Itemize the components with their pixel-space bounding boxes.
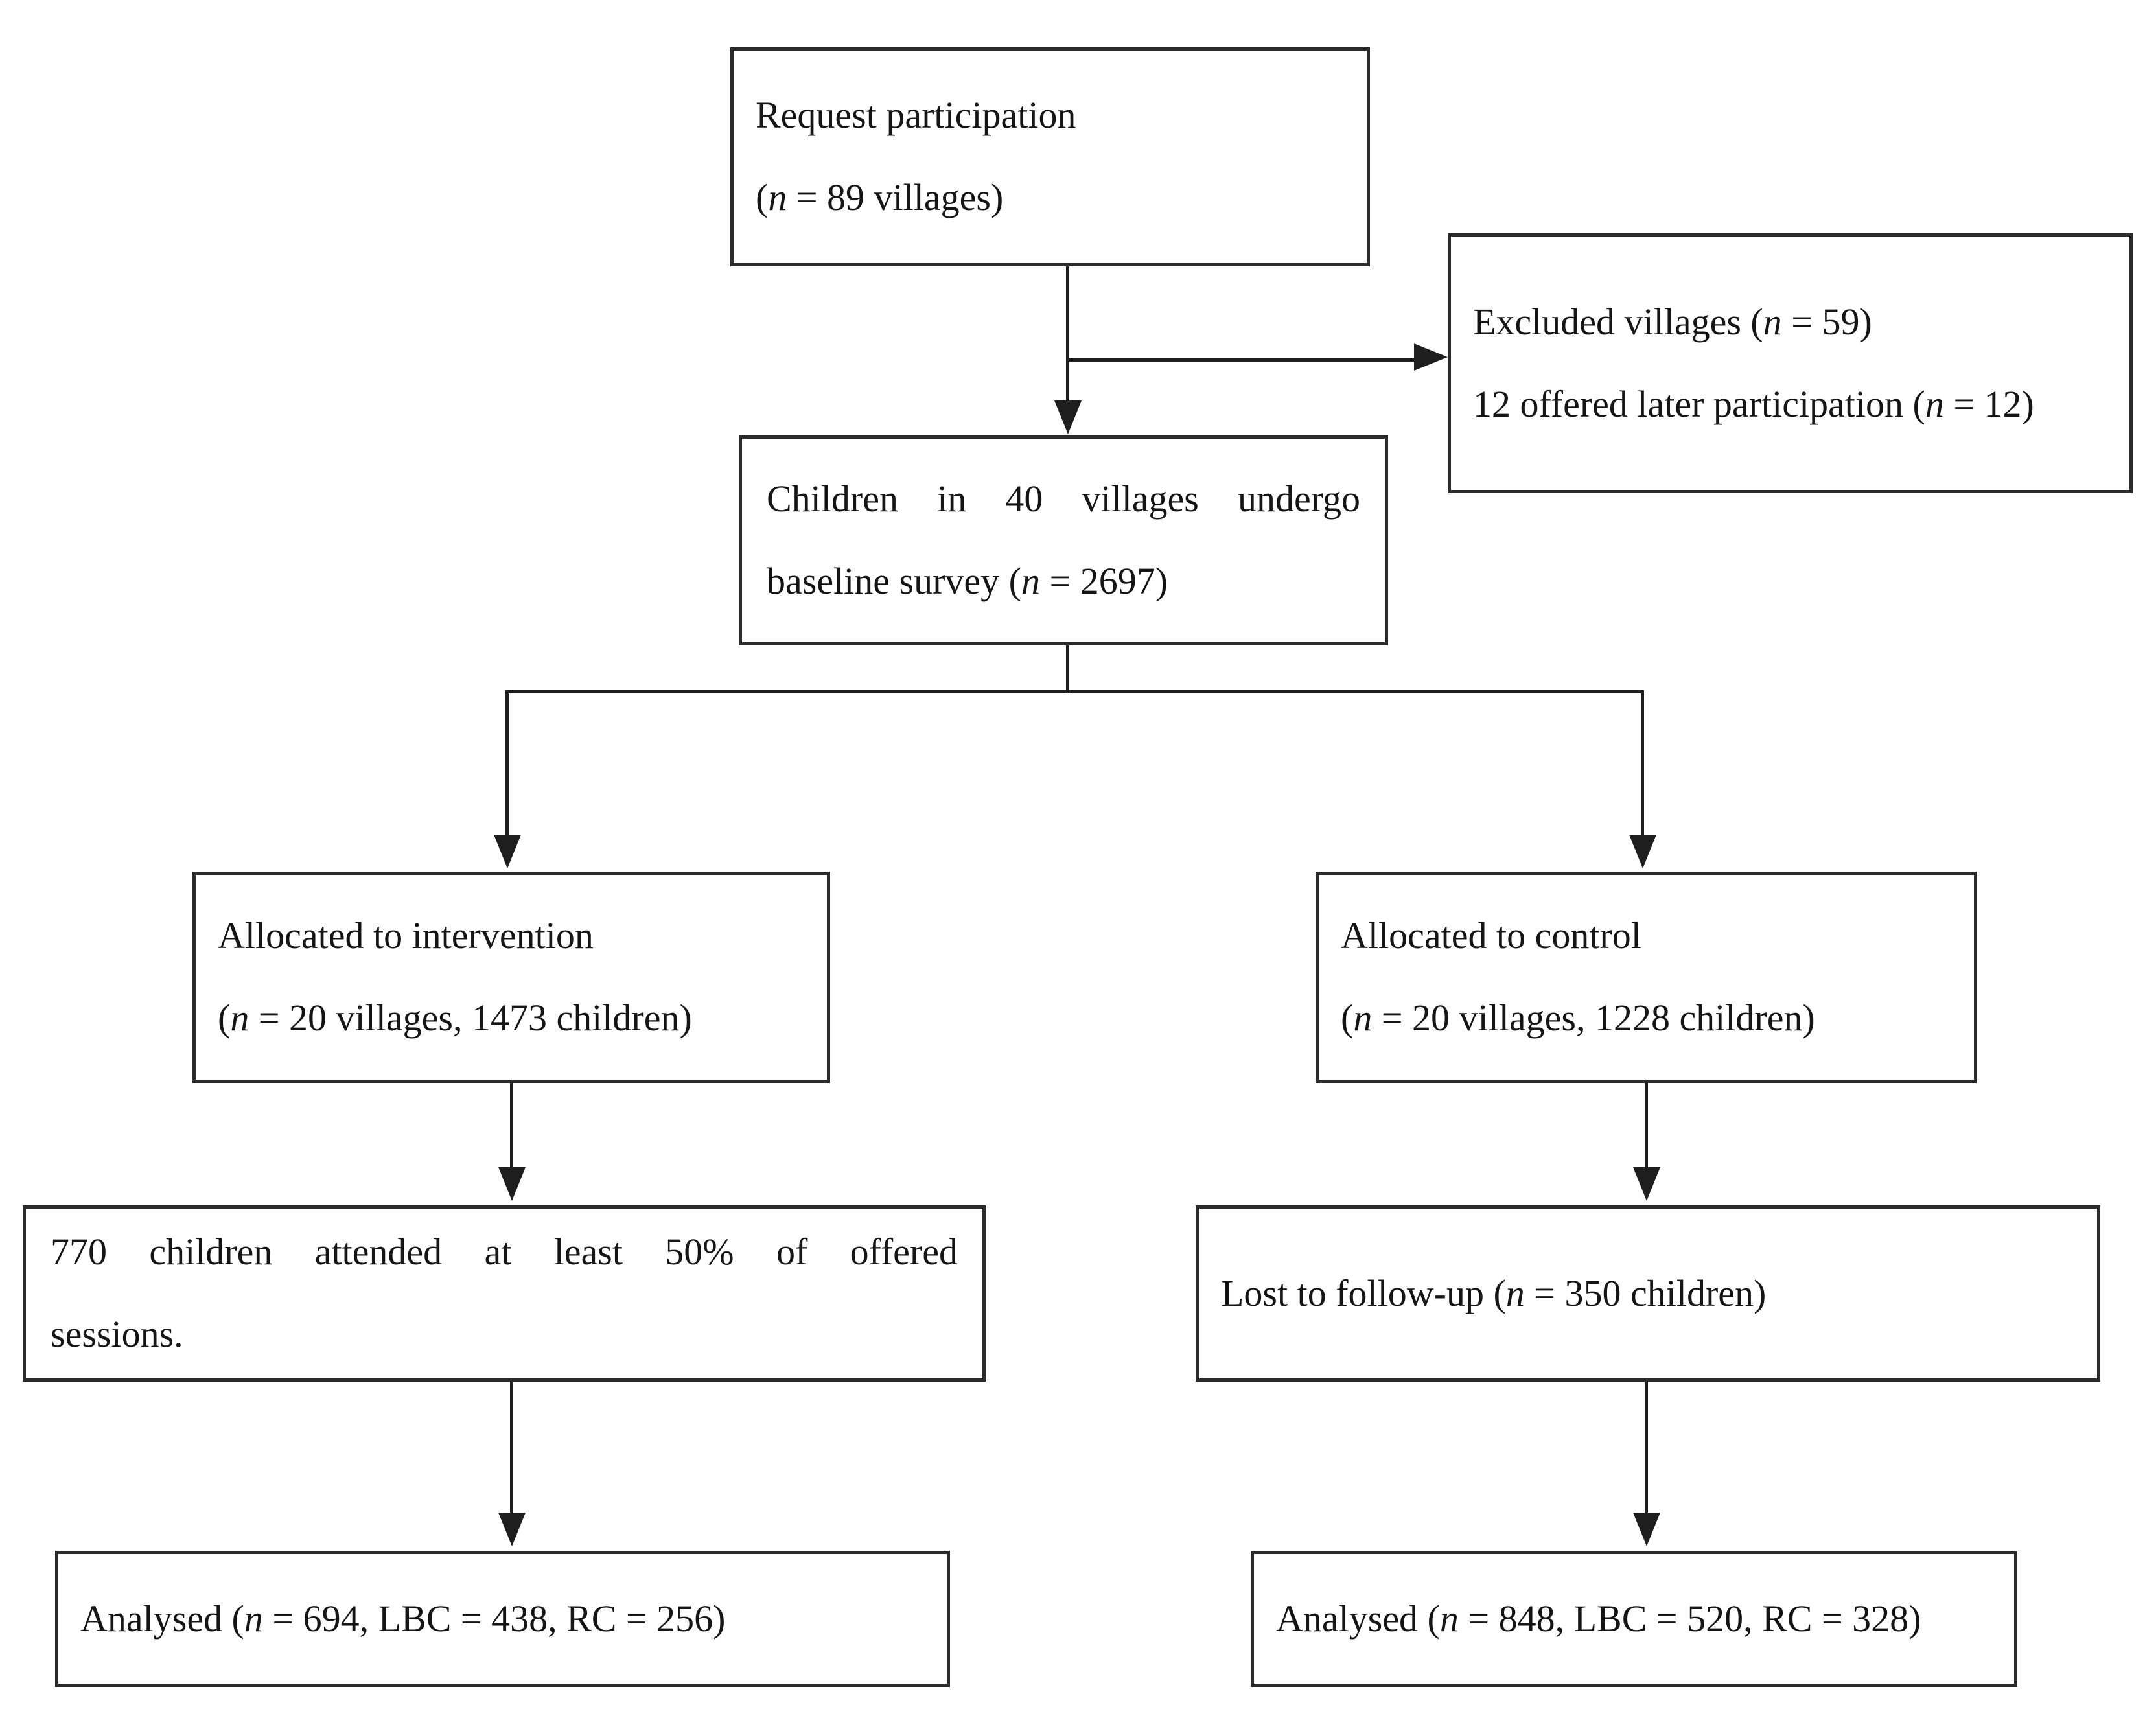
connector-lost-to-analysed [1645,1382,1648,1514]
analysed-intervention-line1: Analysed (n = 694, LBC = 438, RC = 256) [58,1599,947,1639]
analysed-control-n-symbol: n [1439,1597,1459,1640]
analysed-control-n-value: = 848, LBC = 520, RC = 328) [1458,1597,1921,1640]
connector-split-left-drop [505,692,509,836]
request-participation-line1: Request participation [756,94,1076,137]
connector-request-trunk-upper [1066,266,1069,408]
lost-to-follow-up-n-value: = 350 children) [1524,1271,1767,1314]
baseline-survey-n-value: = 2697) [1039,560,1168,602]
excluded-villages-label: Excluded villages ( [1473,300,1763,343]
node-allocated-intervention[interactable]: Allocated to intervention (n = 20 villag… [192,872,830,1083]
allocated-intervention-paren-open: ( [218,997,231,1039]
analysed-control-line1: Analysed (n = 848, LBC = 520, RC = 328) [1254,1599,2014,1639]
sessions-attended-line1: 770 children attended at least 50% of of… [51,1231,958,1273]
analysed-intervention-n-symbol: n [244,1597,263,1640]
arrow-down-icon-to-baseline [1054,400,1082,434]
allocated-control-line2: (n = 20 villages, 1228 children) [1319,997,1974,1039]
node-allocated-control[interactable]: Allocated to control (n = 20 villages, 1… [1316,872,1977,1083]
arrow-down-icon-to-analysed-intervention [498,1513,526,1546]
connector-request-trunk-lower [1066,358,1069,402]
connector-allocation-split-bar [505,690,1644,693]
node-request-participation[interactable]: Request participation (n = 89 villages) [730,47,1370,266]
lost-to-follow-up-line1: Lost to follow-up (n = 350 children) [1199,1271,2097,1314]
node-excluded-villages[interactable]: Excluded villages (n = 59) 12 offered la… [1448,233,2133,493]
sessions-attended-line2: sessions. [51,1313,183,1355]
baseline-survey-n-symbol: n [1021,560,1040,602]
connector-split-right-drop [1641,692,1644,836]
connector-control-to-lost [1645,1083,1648,1168]
allocated-control-paren-open: ( [1341,997,1354,1039]
arrow-down-icon-to-control [1629,835,1656,868]
request-participation-line2: (n = 89 villages) [734,178,1367,218]
allocated-control-n-symbol: n [1353,997,1373,1039]
arrow-down-icon-to-intervention [494,835,521,868]
offered-later-n-symbol: n [1925,382,1944,425]
baseline-survey-line2: baseline survey (n = 2697) [742,560,1385,602]
allocated-intervention-line1: Allocated to intervention [218,914,594,957]
lost-to-follow-up-label: Lost to follow-up ( [1221,1271,1506,1314]
lost-to-follow-up-n-symbol: n [1505,1271,1525,1314]
request-participation-n-value: = 89 villages) [787,176,1004,218]
allocated-intervention-line2: (n = 20 villages, 1473 children) [196,997,827,1039]
request-participation-n-symbol: n [768,176,787,218]
connector-request-to-excluded-line [1069,358,1414,362]
offered-later-n-value: = 12) [1943,382,2034,425]
offered-later-label: 12 offered later participation ( [1473,382,1925,425]
allocated-intervention-n-value: = 20 villages, 1473 children) [249,997,692,1039]
excluded-villages-line1: Excluded villages (n = 59) [1451,300,2129,343]
connector-baseline-stem [1066,645,1069,692]
node-sessions-attended[interactable]: 770 children attended at least 50% of of… [23,1205,986,1382]
arrow-down-icon-to-analysed-control [1633,1513,1660,1546]
excluded-villages-n-value: = 59) [1781,300,1872,343]
arrow-down-icon-to-lost [1633,1167,1660,1201]
analysed-control-label: Analysed ( [1276,1597,1440,1640]
request-participation-paren-open: ( [756,176,769,218]
node-baseline-survey[interactable]: Children in 40 villages undergo baseline… [739,435,1388,645]
baseline-survey-label: baseline survey ( [767,560,1021,602]
allocated-intervention-n-symbol: n [230,997,249,1039]
excluded-villages-line2: 12 offered later participation (n = 12) [1451,382,2129,425]
arrow-right-icon-to-excluded [1414,343,1448,371]
excluded-villages-n-symbol: n [1763,300,1782,343]
node-analysed-intervention[interactable]: Analysed (n = 694, LBC = 438, RC = 256) [55,1551,950,1687]
connector-intervention-to-attended [510,1083,513,1168]
node-lost-to-follow-up[interactable]: Lost to follow-up (n = 350 children) [1196,1205,2100,1382]
connector-attended-to-analysed [510,1382,513,1514]
allocated-control-n-value: = 20 villages, 1228 children) [1372,997,1815,1039]
node-analysed-control[interactable]: Analysed (n = 848, LBC = 520, RC = 328) [1251,1551,2017,1687]
arrow-down-icon-to-attended [498,1167,526,1201]
analysed-intervention-label: Analysed ( [80,1597,244,1640]
allocated-control-line1: Allocated to control [1341,914,1641,957]
baseline-survey-line1: Children in 40 villages undergo [767,478,1360,520]
analysed-intervention-n-value: = 694, LBC = 438, RC = 256) [262,1597,726,1640]
